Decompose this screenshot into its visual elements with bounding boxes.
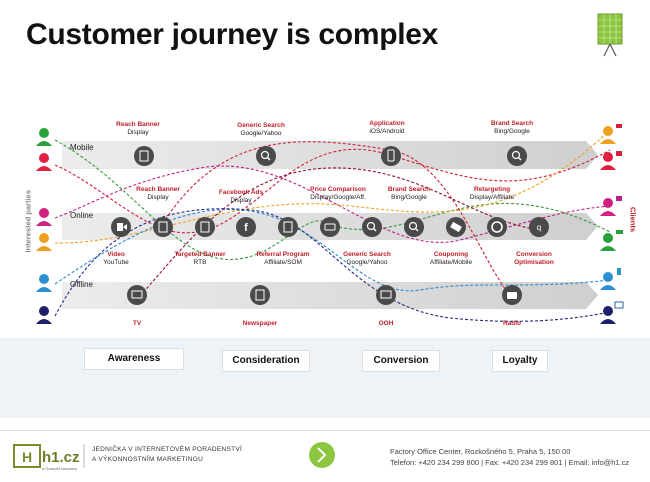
path-orange <box>54 129 611 244</box>
label-ooh: OOH <box>378 320 394 327</box>
interested-parties-icons <box>36 128 52 324</box>
path-magenta <box>54 165 611 243</box>
path-blue <box>54 208 611 292</box>
path-green <box>54 139 611 261</box>
footer-tagline-1: JEDNIČKA V INTERNETOVÉM PORADENSTVÍ <box>92 446 243 453</box>
clients-icons <box>600 124 624 324</box>
presentation-board-icon <box>597 13 623 57</box>
slide-title: Customer journey is complex <box>26 18 439 51</box>
footer-logo-sub: a GroupM company <box>42 466 78 471</box>
stage-loyalty: Loyalty <box>492 350 548 372</box>
online-touchpoints: f q <box>111 217 549 237</box>
svg-text:q: q <box>537 223 541 232</box>
path-darkred <box>139 167 541 297</box>
clients-label: Clients <box>628 206 638 232</box>
path-navy <box>54 208 611 322</box>
offline-band <box>62 282 598 309</box>
channel-online: Online <box>70 211 94 220</box>
offline-touchpoints <box>127 285 522 305</box>
label-radio: Radio <box>502 320 522 327</box>
svg-text:H: H <box>22 449 32 465</box>
interested-parties-label: Interested parties <box>23 189 33 253</box>
mobile-band <box>62 141 598 169</box>
stage-consideration: Consideration <box>222 350 310 372</box>
footer-tagline-2: A VÝKONNOSTNÍM MARKETINGU <box>92 456 204 463</box>
stage-awareness: Awareness <box>84 348 184 370</box>
channel-offline: Offline <box>70 280 93 289</box>
footer-contact: Telefon: +420 234 299 800 | Fax: +420 23… <box>390 458 630 467</box>
label-tv: TV <box>132 320 142 327</box>
footer-logo: h1.cz <box>42 449 80 466</box>
svg-text:f: f <box>244 222 248 234</box>
label-newspaper: Newspaper <box>242 320 278 327</box>
channel-mobile: Mobile <box>70 143 94 152</box>
stage-conversion: Conversion <box>362 350 440 372</box>
mobile-touchpoints <box>134 146 527 166</box>
footer-address: Factory Office Center, Rozkošného 5, Pra… <box>390 447 571 456</box>
